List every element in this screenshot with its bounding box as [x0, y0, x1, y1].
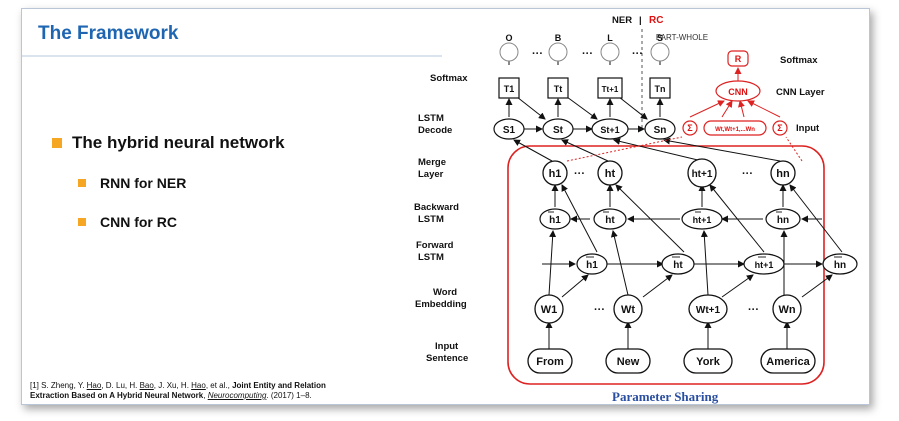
sum-symbol: Σ [687, 123, 693, 133]
bullet-cnn-rc: CNN for RC [78, 214, 177, 230]
label-merge: Merge [418, 157, 446, 168]
bullet-rnn-ner: RNN for NER [78, 175, 186, 191]
merge-node-4: hn [776, 168, 790, 180]
merge-node-2: ht [605, 168, 616, 180]
cnn-node [715, 80, 761, 102]
ner-tag-3: L [607, 33, 613, 43]
ner-tag-2: B [555, 33, 562, 43]
label-embedding: Embedding [415, 299, 467, 310]
bullet-square-icon [78, 218, 86, 226]
backward-node-2: ht [605, 215, 615, 226]
bullet-square-icon [78, 179, 86, 187]
rc-output-label: R [735, 54, 742, 64]
sum-node-right [772, 120, 788, 136]
sum-node-left [682, 120, 698, 136]
rc-output-box [727, 50, 749, 67]
cnn-layer-label: CNN Layer [776, 87, 825, 98]
label-forward-lstm: LSTM [418, 252, 444, 263]
bullet-hybrid-network: The hybrid neural network [52, 133, 285, 153]
word-embedding-2: Wt [621, 304, 635, 316]
merge-node-3: ht+1 [692, 169, 713, 180]
backward-node-1: h1 [549, 215, 561, 226]
ner-tag-1: O [505, 33, 512, 43]
word-embedding-3: Wt+1 [696, 305, 721, 316]
s-node-1: S1 [503, 125, 516, 136]
slide: The Framework The hybrid neural network … [21, 8, 870, 405]
cnn-node-label: CNN [728, 87, 748, 97]
t-node-4: Tn [655, 84, 666, 94]
citation: [1] S. Zheng, Y. Hao, D. Lu, H. Bao, J. … [30, 381, 326, 400]
input-word-3: York [696, 356, 721, 368]
window-node [703, 120, 767, 136]
word-embedding-4: Wn [778, 304, 795, 316]
ner-header: NER [612, 15, 632, 26]
forward-node-3: ht+1 [755, 260, 774, 270]
bullet-main-text: The hybrid neural network [72, 133, 285, 152]
label-sentence: Sentence [426, 353, 468, 364]
t-node-3: Tt+1 [602, 85, 619, 94]
s-node-4: Sn [654, 125, 667, 136]
label-backward-lstm: LSTM [418, 214, 444, 225]
parameter-sharing-caption: Parameter Sharing [612, 389, 719, 404]
label-word: Word [433, 287, 457, 298]
forward-node-2: ht [673, 260, 683, 271]
rc-input-label: Input [796, 123, 820, 134]
sum-symbol: Σ [777, 123, 783, 133]
bullet-sub-text: RNN for NER [100, 175, 187, 191]
t-node-1: T1 [504, 84, 515, 94]
backward-node-3: ht+1 [693, 215, 712, 225]
ellipsis: ··· [582, 48, 593, 60]
t-node-2: Tt [554, 84, 563, 94]
ellipsis: ··· [532, 48, 543, 60]
rc-header: RC [649, 15, 663, 26]
backward-node-4: hn [777, 215, 789, 226]
slide-title: The Framework [38, 23, 179, 44]
ellipsis: ··· [574, 168, 585, 180]
bullet-square-icon [52, 138, 62, 148]
title-underline [22, 55, 442, 57]
label-backward: Backward [414, 202, 459, 213]
word-embedding-1: W1 [541, 304, 558, 316]
forward-node-1: h1 [586, 260, 598, 271]
ellipsis: ··· [594, 304, 605, 316]
bullet-sub-text: CNN for RC [100, 214, 177, 230]
rc-softmax-label: Softmax [780, 55, 818, 66]
label-forward: Forward [416, 240, 454, 251]
input-word-4: America [766, 356, 810, 368]
hybrid-network-diagram: NER | RC PART-WHOLE Softmax LSTM Decode … [414, 15, 858, 404]
label-input: Input [435, 341, 459, 352]
s-node-3: St+1 [600, 125, 619, 135]
input-word-2: New [617, 356, 640, 368]
part-whole-label: PART-WHOLE [656, 33, 708, 42]
ner-tag-4: S [657, 33, 663, 43]
header-divider: | [639, 15, 642, 26]
input-word-1: From [536, 356, 564, 368]
s-node-2: St [553, 125, 564, 136]
ellipsis: ··· [748, 304, 759, 316]
window-label: Wt,Wt+1,...Wn [715, 127, 755, 133]
label-lstm: LSTM [418, 113, 444, 124]
ellipsis: ··· [742, 168, 753, 180]
label-softmax: Softmax [430, 73, 468, 84]
label-layer: Layer [418, 169, 444, 180]
label-decode: Decode [418, 125, 452, 136]
merge-node-1: h1 [549, 168, 562, 180]
forward-node-4: hn [834, 260, 846, 271]
ellipsis: ··· [632, 48, 643, 60]
